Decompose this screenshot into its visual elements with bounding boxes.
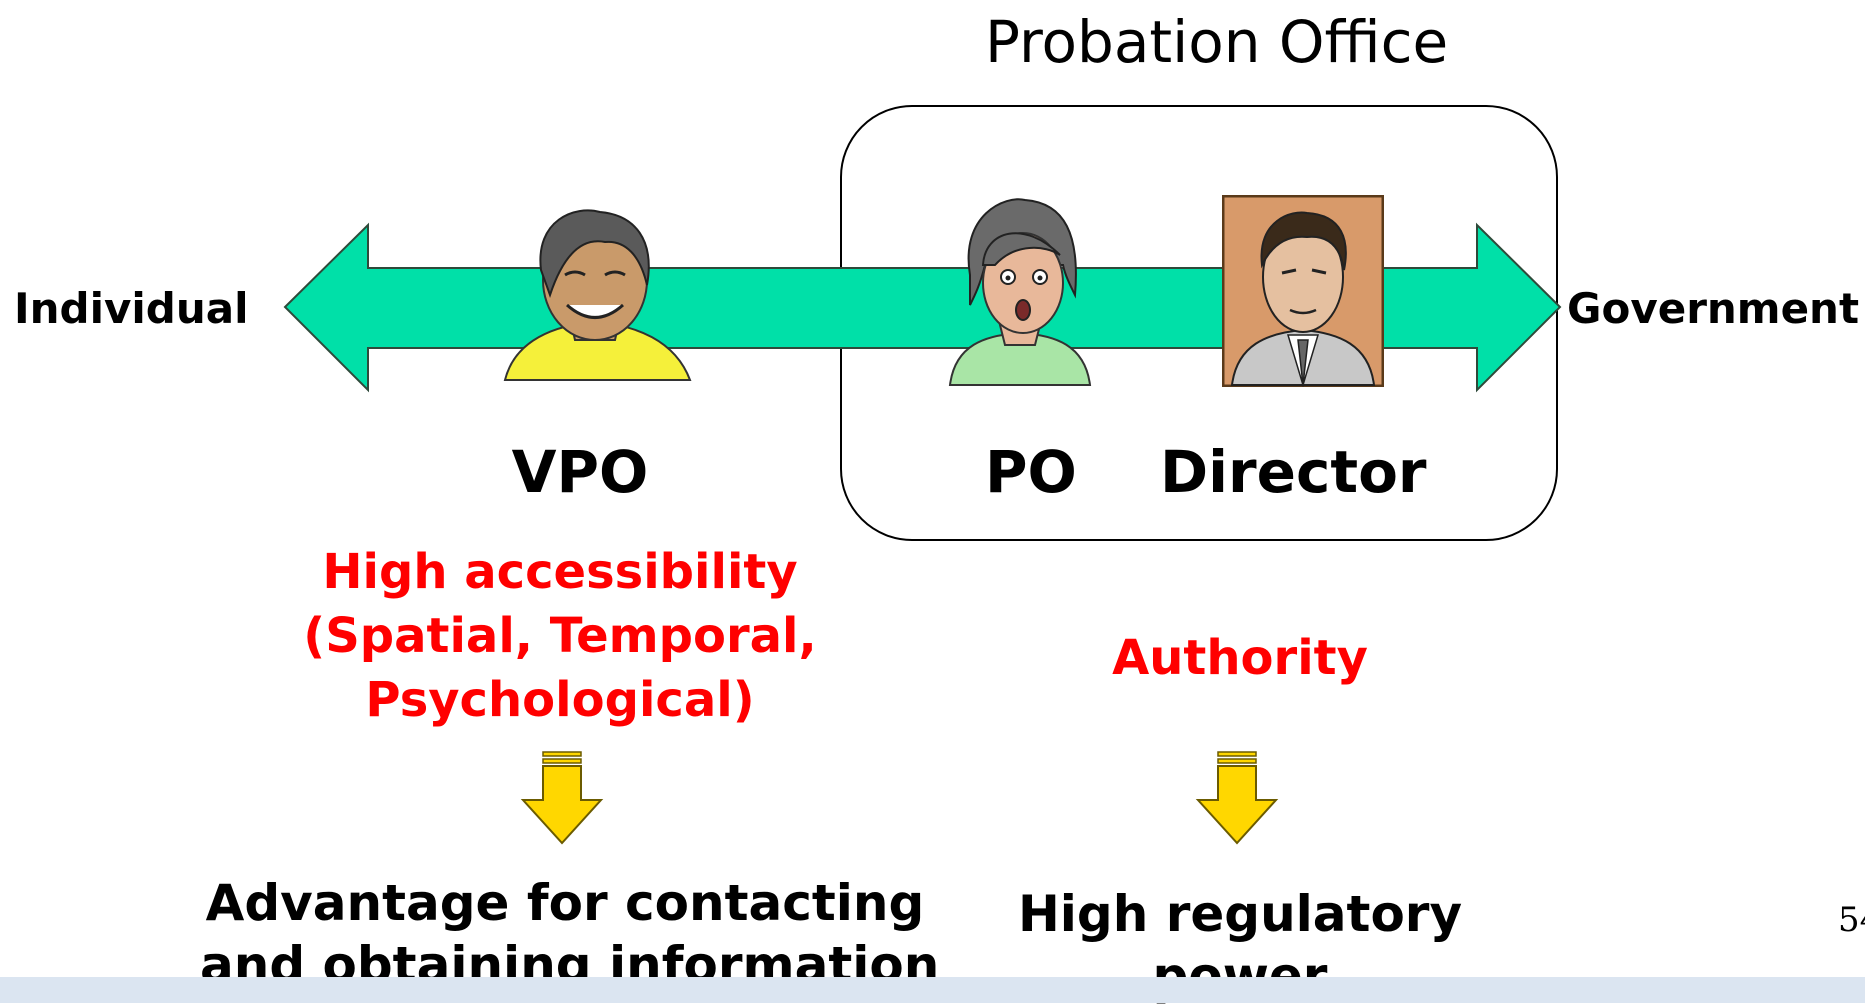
regulatory-line-1: High regulatory — [1017, 885, 1463, 943]
accessibility-line-3: Psychological) — [365, 672, 755, 728]
down-arrow-left — [520, 751, 604, 845]
probation-office-title: Probation Office — [985, 8, 1449, 76]
smiling-man-icon — [503, 209, 692, 381]
po-label: PO — [985, 438, 1077, 506]
axis-label-government: Government — [1567, 284, 1860, 333]
down-arrow-right — [1195, 751, 1279, 845]
accessibility-line-2: (Spatial, Temporal, — [303, 608, 817, 664]
axis-label-individual: Individual — [14, 284, 249, 333]
page-number: 54 — [1838, 900, 1865, 940]
footer-band — [0, 977, 1865, 1003]
man-portrait-icon — [1222, 195, 1384, 387]
authority-trait: Authority — [1112, 630, 1368, 686]
surprised-woman-icon — [948, 198, 1092, 386]
double-headed-arrow — [283, 222, 1562, 393]
vpo-label: VPO — [511, 438, 649, 506]
accessibility-line-1: High accessibility — [322, 544, 798, 600]
accessibility-trait: High accessibility (Spatial, Temporal, P… — [290, 540, 830, 732]
advantage-line-1: Advantage for contacting — [205, 874, 925, 932]
director-label: Director — [1160, 438, 1427, 506]
